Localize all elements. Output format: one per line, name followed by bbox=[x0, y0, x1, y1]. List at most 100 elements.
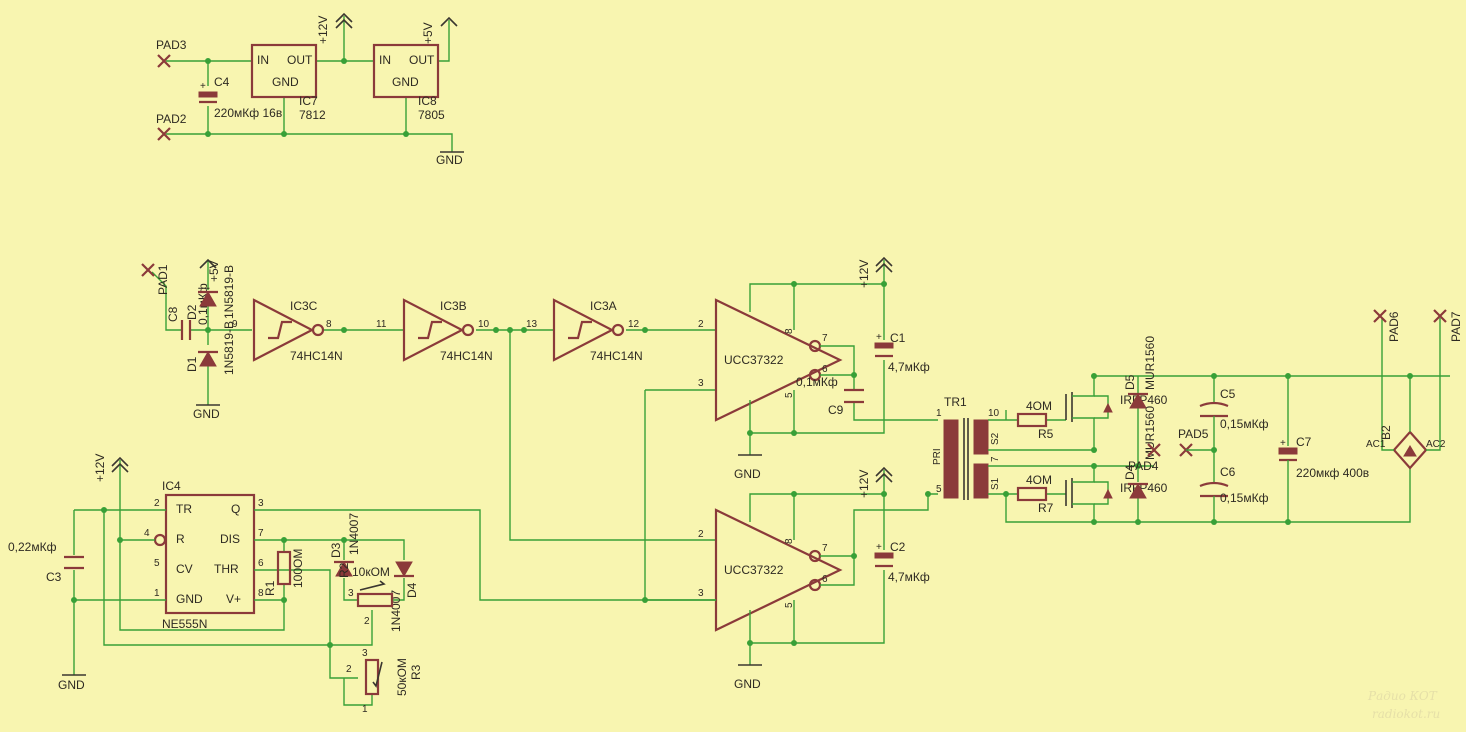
ic4-pin-dis: DIS bbox=[220, 532, 240, 546]
tr1-pin7: 7 bbox=[990, 456, 1001, 462]
supply-5v-arrow-2 bbox=[199, 258, 217, 269]
c1-capacitor bbox=[874, 342, 894, 349]
ic3b-value: 74HC14N bbox=[440, 349, 493, 363]
supply-12v-arrow-drv1 bbox=[875, 256, 893, 273]
svg-text:2: 2 bbox=[364, 616, 370, 627]
ic7-pin-gnd: GND bbox=[272, 75, 299, 89]
c3-ref: C3 bbox=[46, 570, 62, 584]
r5-value: 4ОМ bbox=[1026, 399, 1052, 413]
tr1-pin1: 1 bbox=[936, 408, 942, 419]
c1-value: 4,7мКф bbox=[888, 360, 930, 374]
ic7-pin-in: IN bbox=[257, 53, 269, 67]
pad7-label: PAD7 bbox=[1449, 311, 1463, 342]
svg-text:1: 1 bbox=[362, 704, 368, 715]
ic8-pin-gnd: GND bbox=[392, 75, 419, 89]
ic4-num-6: 6 bbox=[258, 558, 264, 569]
q5-mosfet bbox=[1065, 376, 1113, 450]
v12-label-drv1: +12V bbox=[857, 260, 871, 288]
c4-value: 220мКф 16в bbox=[214, 106, 282, 120]
r7-resistor bbox=[1016, 486, 1048, 502]
ne555-section: IC4 NE555N TR Q R DIS CV THR GND V+ 2 3 … bbox=[8, 454, 716, 715]
b2-ac2: AC2 bbox=[1426, 439, 1446, 450]
ic3a-value: 74HC14N bbox=[590, 349, 643, 363]
r2-value: 10кОМ bbox=[352, 565, 390, 579]
q4-mosfet bbox=[1065, 466, 1113, 522]
pad6-mark bbox=[1373, 309, 1387, 323]
driver-top-pin5: 5 bbox=[784, 392, 795, 398]
gnd-label-555: GND bbox=[58, 678, 85, 692]
tr1-s1-label: S1 bbox=[990, 477, 1001, 490]
ic4-ref: IC4 bbox=[162, 479, 181, 493]
d4-diode bbox=[395, 561, 413, 578]
ic4-ne555 bbox=[164, 493, 256, 615]
ic4-pin-q: Q bbox=[231, 502, 240, 516]
ic3b-ref: IC3B bbox=[440, 299, 467, 313]
svg-text:+: + bbox=[876, 332, 882, 343]
c2-ref: C2 bbox=[890, 540, 906, 554]
c4-ref: C4 bbox=[214, 75, 230, 89]
power-supply-section: IN OUT GND IC7 7812 IN OUT GND IC8 7805 … bbox=[156, 12, 464, 167]
q5-value: IRFP460 bbox=[1120, 393, 1168, 407]
pad2-label: PAD2 bbox=[156, 112, 187, 126]
tr1-secondary-s1 bbox=[973, 463, 989, 499]
svg-text:+: + bbox=[876, 542, 882, 553]
tr1-primary bbox=[943, 419, 959, 499]
d4-ref: D4 bbox=[405, 582, 419, 598]
ic8-pin-in: IN bbox=[379, 53, 391, 67]
ic4-pin-gnd: GND bbox=[176, 592, 203, 606]
d3-value: 1N4007 bbox=[347, 513, 361, 555]
ic3a-pin-out: 12 bbox=[628, 319, 640, 330]
b2-bridge bbox=[1392, 430, 1428, 470]
ic3a-ref: IC3A bbox=[590, 299, 617, 313]
driver-top-pin2: 2 bbox=[698, 319, 704, 330]
ic3b-pin-out: 10 bbox=[478, 319, 490, 330]
c1-ref: C1 bbox=[890, 331, 906, 345]
svg-text:2: 2 bbox=[346, 664, 352, 675]
tr1-pin5: 5 bbox=[936, 484, 942, 495]
ic3a-inverter bbox=[552, 298, 615, 362]
c2-value: 4,7мКф bbox=[888, 570, 930, 584]
ic4-pin-thr: THR bbox=[214, 562, 239, 576]
v12-label-top: +12V bbox=[316, 16, 330, 44]
r1-value: 100ОМ bbox=[291, 549, 305, 588]
d4-mur-diode bbox=[1129, 482, 1147, 499]
pad3-label: PAD3 bbox=[156, 38, 187, 52]
v12-label-555: +12V bbox=[93, 454, 107, 482]
supply-5v-arrow bbox=[440, 16, 458, 27]
driver-top-value: UCC37322 bbox=[724, 353, 784, 367]
watermark-url: radiokot.ru bbox=[1372, 707, 1440, 721]
c9-ref: C9 bbox=[828, 403, 844, 417]
watermark: Радио КОТ radiokot.ru bbox=[1367, 689, 1440, 721]
c6-value: 0,15мКф bbox=[1220, 491, 1269, 505]
pad6-label: PAD6 bbox=[1387, 311, 1401, 342]
r5-resistor bbox=[1016, 412, 1048, 428]
watermark-brand: Радио КОТ bbox=[1367, 689, 1438, 703]
r1-resistor bbox=[276, 550, 292, 586]
r3-potentiometer bbox=[364, 658, 380, 696]
driver-bottom-pin5: 5 bbox=[784, 602, 795, 608]
gnd-label-drv1: GND bbox=[734, 467, 761, 481]
c3-value: 0,22мКф bbox=[8, 540, 57, 554]
c8-ref: C8 bbox=[166, 306, 180, 322]
r2-potentiometer bbox=[356, 592, 394, 608]
ic3c-inverter bbox=[252, 298, 315, 362]
supply-12v-arrow-drv2 bbox=[875, 466, 893, 483]
v12-label-drv2: +12V bbox=[857, 470, 871, 498]
v5-label-top: +5V bbox=[421, 22, 435, 44]
driver-top-pin3: 3 bbox=[698, 378, 704, 389]
ic7-ref: IC7 bbox=[299, 94, 318, 108]
svg-text:+: + bbox=[1280, 438, 1286, 449]
c5-ref: C5 bbox=[1220, 387, 1236, 401]
d2-value: 1N5819-B bbox=[222, 265, 236, 319]
tr1-s2-label: S2 bbox=[990, 432, 1001, 445]
ic8-ref: IC8 bbox=[418, 94, 437, 108]
r3-value: 50кОМ bbox=[395, 658, 409, 696]
ic4-num-4: 4 bbox=[144, 528, 150, 539]
supply-12v-arrow-555 bbox=[111, 456, 129, 473]
c6-ref: C6 bbox=[1220, 465, 1236, 479]
svg-text:+: + bbox=[200, 81, 206, 92]
driver-top-pin6: 6 bbox=[822, 364, 828, 375]
d5-diode bbox=[1129, 392, 1147, 409]
ic3b-inverter bbox=[402, 298, 465, 362]
